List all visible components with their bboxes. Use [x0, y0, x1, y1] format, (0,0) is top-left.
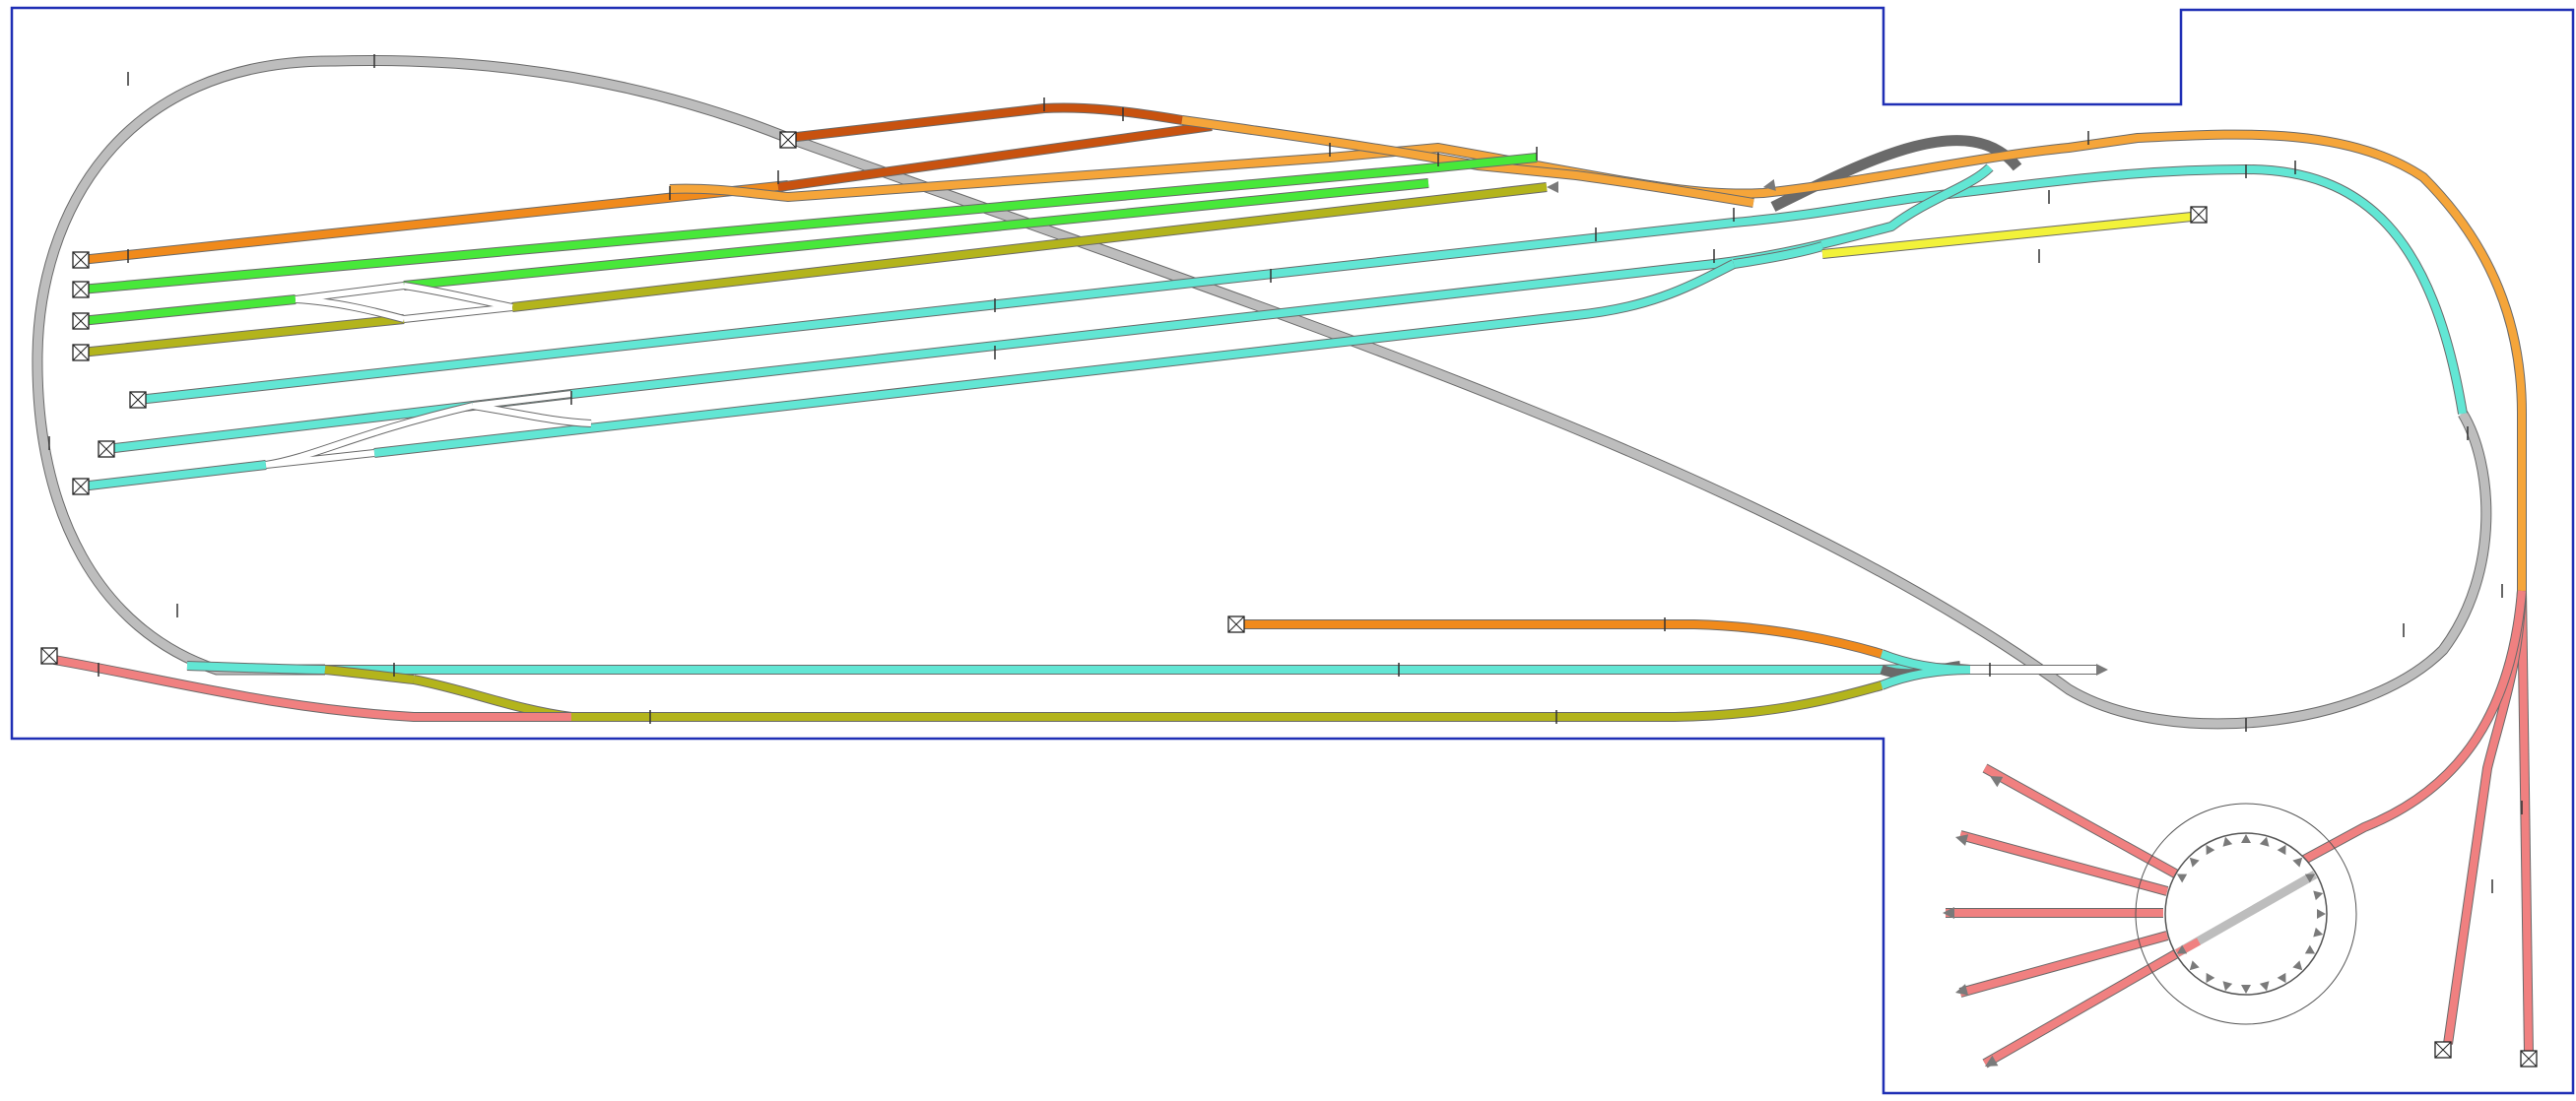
stall-mark — [2222, 981, 2233, 992]
stall-mark — [2189, 857, 2200, 868]
track-red-lower-left[interactable] — [53, 655, 571, 722]
bumper-cross — [72, 251, 90, 269]
track-red-right[interactable] — [2243, 590, 2534, 1055]
bumper-cross — [1227, 615, 1245, 633]
stall-mark — [2222, 836, 2233, 847]
arrow-end-icon — [1955, 834, 1969, 846]
turntable-icon[interactable] — [2135, 803, 2357, 1025]
crossed-box-icon — [779, 131, 797, 149]
track-white-crossover-mid[interactable] — [265, 390, 592, 469]
stall-mark — [2259, 836, 2270, 847]
arrow-end-icon — [2096, 664, 2108, 676]
track-cyan-lower-main[interactable] — [186, 649, 1971, 690]
crossed-box-icon — [72, 281, 90, 298]
stall-mark — [2292, 960, 2303, 971]
stall-mark — [2206, 844, 2215, 856]
stall-mark — [2317, 909, 2326, 919]
turntable-spurs[interactable] — [1946, 763, 2180, 1069]
bumper-cross — [72, 312, 90, 330]
bumper-cross — [2434, 1041, 2452, 1059]
stall-mark — [2313, 890, 2324, 901]
crossed-box-icon — [72, 312, 90, 330]
crossed-box-icon — [98, 440, 115, 458]
bumpers — [40, 131, 2538, 1068]
stall-mark — [2292, 857, 2303, 868]
track-orange-upper-1[interactable] — [80, 180, 789, 265]
arrow-end-icon — [1763, 179, 1776, 191]
stall-mark — [2277, 844, 2286, 856]
bumper-cross — [129, 391, 147, 409]
turntable-stall-marks — [2176, 834, 2326, 994]
crossed-box-icon — [72, 478, 90, 495]
crossed-box-icon — [72, 344, 90, 361]
arrow-end-icon — [1985, 1055, 1999, 1067]
stall-mark — [2176, 944, 2188, 954]
stall-mark — [2304, 874, 2316, 883]
crossed-box-icon — [2520, 1050, 2538, 1068]
arrow-end-icon — [1943, 907, 1954, 919]
track-ends — [1547, 179, 2108, 1067]
track-cyan-yard[interactable] — [80, 163, 2468, 491]
track-orange-lower[interactable] — [1241, 619, 1883, 659]
crossed-box-icon — [2434, 1041, 2452, 1059]
arrow-end-icon — [1990, 776, 2004, 788]
bumper-cross — [72, 478, 90, 495]
bumper-cross — [2520, 1050, 2538, 1068]
bumper-cross — [40, 647, 58, 665]
stall-mark — [2241, 834, 2251, 843]
crossed-box-icon — [129, 391, 147, 409]
crossed-box-icon — [2190, 206, 2208, 224]
stall-mark — [2259, 981, 2270, 992]
stall-mark — [2241, 985, 2251, 994]
track-joints — [48, 54, 2523, 893]
stall-mark — [2277, 972, 2286, 984]
track-olive-lower[interactable] — [324, 665, 1883, 722]
track-dark-orange-upper[interactable] — [777, 102, 1213, 192]
board-outline — [10, 6, 2575, 1095]
crossed-box-icon — [40, 647, 58, 665]
crossed-box-icon — [1227, 615, 1245, 633]
track-yellow-upper[interactable] — [1821, 212, 2193, 259]
arrow-end-icon — [1955, 984, 1969, 996]
bumper-cross — [98, 440, 115, 458]
arrow-end-icon — [1547, 181, 1558, 193]
track-green-upper[interactable] — [80, 153, 1538, 326]
bumper-cross — [779, 131, 797, 149]
stall-mark — [2206, 972, 2215, 984]
stall-mark — [2304, 944, 2316, 954]
bumper-cross — [72, 344, 90, 361]
crossed-box-icon — [72, 251, 90, 269]
bumper-cross — [72, 281, 90, 298]
track-white-crossover-upper[interactable] — [295, 282, 513, 323]
stall-mark — [2313, 927, 2324, 938]
bumper-cross — [2190, 206, 2208, 224]
track-olive-upper[interactable] — [80, 182, 1548, 357]
stall-mark — [2189, 960, 2200, 971]
stall-mark — [2176, 874, 2188, 883]
